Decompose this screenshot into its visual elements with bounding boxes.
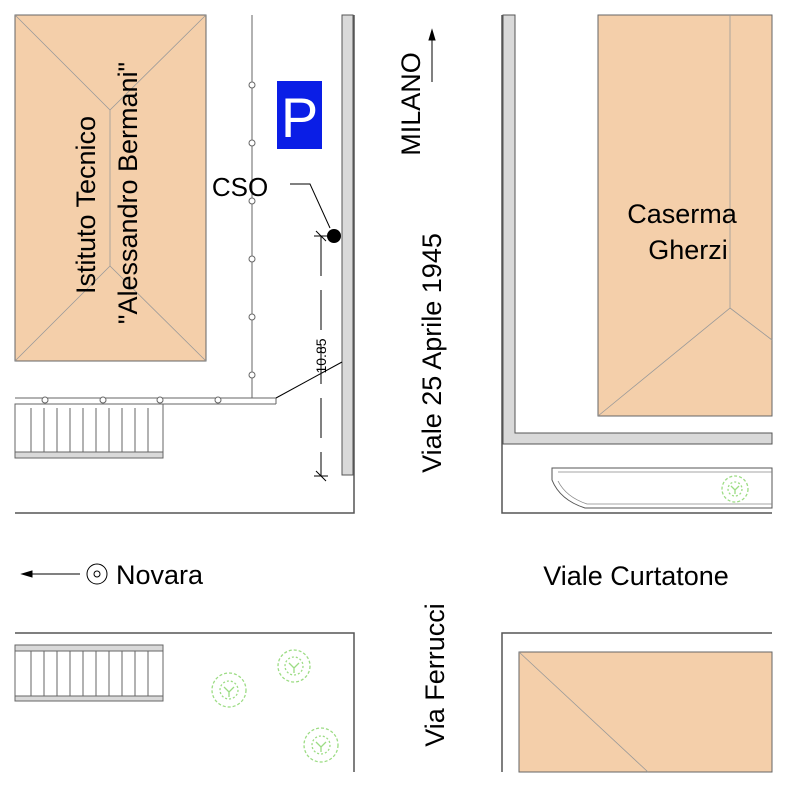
- svg-text:P: P: [281, 86, 318, 149]
- tree-icon: [303, 727, 339, 763]
- tree-icon: [211, 672, 247, 708]
- caserma-label-line1: Caserma: [627, 199, 738, 229]
- direction-label-milano: MILANO: [396, 52, 426, 156]
- cso-marker-icon[interactable]: [327, 229, 341, 243]
- street-label-viale-curtatone: Viale Curtatone: [543, 561, 729, 591]
- parking-icon[interactable]: P: [277, 81, 322, 149]
- steps-north: [14, 403, 164, 459]
- cso-leader: [290, 183, 331, 229]
- caserma-building: [597, 14, 773, 417]
- istituto-label-line1: Istituto Tecnico: [71, 116, 101, 294]
- street-label-via-ferrucci: Via Ferrucci: [420, 603, 450, 747]
- west-wall: [341, 14, 354, 476]
- block-outlines: [15, 15, 772, 772]
- east-wall: [502, 14, 773, 445]
- street-label-viale-25-aprile: Viale 25 Aprile 1945: [417, 233, 447, 473]
- direction-label-novara: Novara: [116, 560, 204, 590]
- southeast-building: [518, 651, 773, 773]
- caserma-label-line2: Gherzi: [648, 235, 728, 265]
- tree-icon: [277, 649, 311, 683]
- arrow-up-icon: [428, 28, 436, 82]
- arrow-left-icon: [20, 570, 80, 578]
- planter: [551, 467, 773, 509]
- steps-south: [14, 644, 164, 702]
- dimension-line: [275, 230, 343, 482]
- roundabout-icon: [86, 563, 108, 585]
- istituto-label-line2: "Alessandro Bermani": [113, 62, 143, 324]
- tree-icon: [721, 475, 749, 503]
- cso-label: CSO: [212, 172, 268, 202]
- dimension-label: 10.85: [313, 338, 329, 373]
- istituto-building: [14, 14, 207, 362]
